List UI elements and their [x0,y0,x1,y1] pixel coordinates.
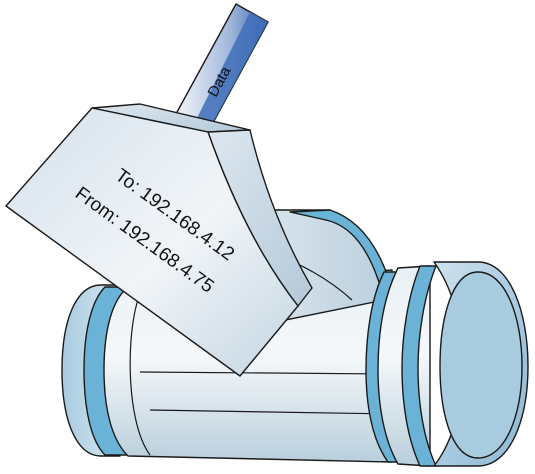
data-rod: Data [176,4,268,132]
right-end-face [440,272,522,458]
right-coupling [366,262,528,466]
